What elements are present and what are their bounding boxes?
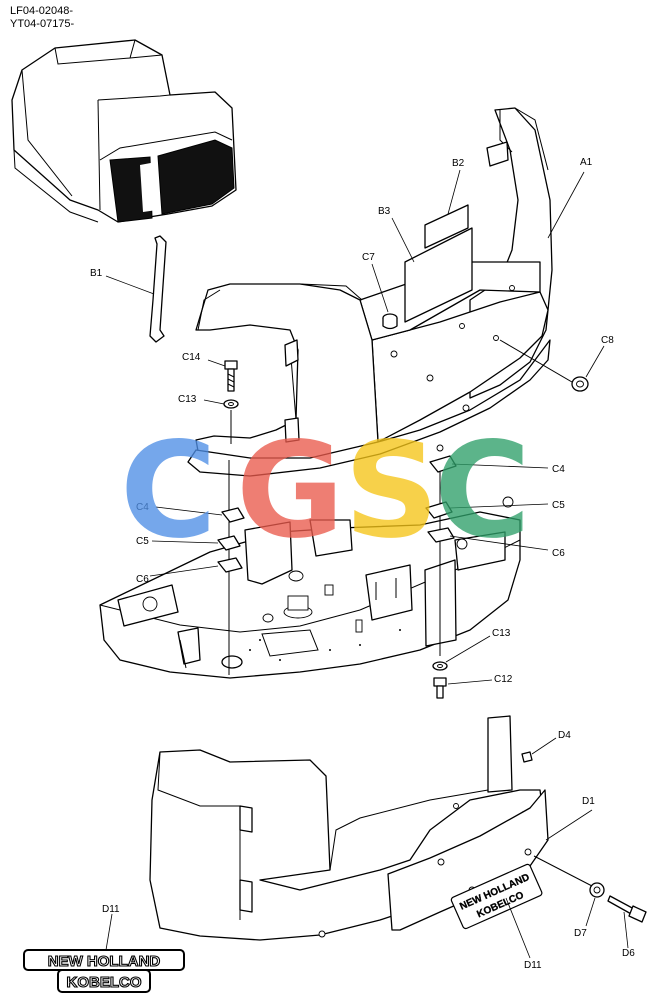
- logo-line1: NEW HOLLAND: [48, 953, 161, 970]
- bolt-c12: C12: [433, 674, 513, 699]
- callout-c6-right: C6: [552, 548, 565, 559]
- callout-b1: B1: [90, 268, 103, 279]
- logo-line2: KOBELCO: [67, 974, 142, 991]
- shims-left: C4 C5 C6: [136, 502, 245, 585]
- callout-a1: A1: [580, 157, 593, 168]
- washer-c13-bottom: C13: [432, 628, 511, 671]
- callout-d4: D4: [558, 730, 571, 741]
- bolt-c14: C14: [182, 352, 238, 392]
- shims-right: C4 C5 C6: [425, 455, 565, 559]
- washer-d7: D7: [533, 855, 605, 939]
- machine-inset: [11, 39, 237, 223]
- cap-d4: D4: [521, 730, 571, 763]
- callout-c5-left: C5: [136, 536, 149, 547]
- callout-c7: C7: [362, 252, 375, 263]
- callout-d11-right: D11: [524, 960, 542, 971]
- callout-c4-right: C4: [552, 464, 565, 475]
- watermark-letter-1: C: [120, 414, 217, 568]
- callout-c12: C12: [494, 674, 513, 685]
- watermark-letter-4: C: [434, 414, 531, 568]
- callout-c5-right: C5: [552, 500, 565, 511]
- washer-c13-top: C13: [178, 394, 239, 409]
- watermark-letter-3: S: [344, 414, 439, 568]
- upper-frame: [99, 460, 521, 679]
- callout-b3: B3: [378, 206, 391, 217]
- callout-c4-left: C4: [136, 502, 149, 513]
- header-line-1: LF04-02048-: [10, 5, 73, 17]
- plate-b3: B3: [378, 206, 473, 323]
- bracket-b1: B1: [90, 235, 167, 343]
- callout-d6: D6: [622, 948, 635, 959]
- callout-d11-left: D11: [102, 904, 120, 915]
- callout-c13-top: C13: [178, 394, 197, 405]
- callout-c14: C14: [182, 352, 201, 363]
- callout-c13-bottom: C13: [492, 628, 511, 639]
- plug-c7: C7: [362, 252, 398, 330]
- watermark-letter-2: G: [236, 414, 344, 568]
- callout-d1: D1: [582, 796, 595, 807]
- callout-c8: C8: [601, 335, 614, 346]
- callout-d7: D7: [574, 928, 587, 939]
- bolt-d6: D6: [607, 895, 647, 959]
- logo-decal-d11: NEW HOLLAND KOBELCO: [23, 949, 185, 993]
- header-line-2: YT04-07175-: [10, 18, 75, 30]
- watermark: C G S C: [120, 414, 531, 568]
- plug-c8: C8: [499, 335, 614, 392]
- callout-b2: B2: [452, 158, 465, 169]
- callout-c6-left: C6: [136, 574, 149, 585]
- plate-b2: B2: [424, 158, 469, 249]
